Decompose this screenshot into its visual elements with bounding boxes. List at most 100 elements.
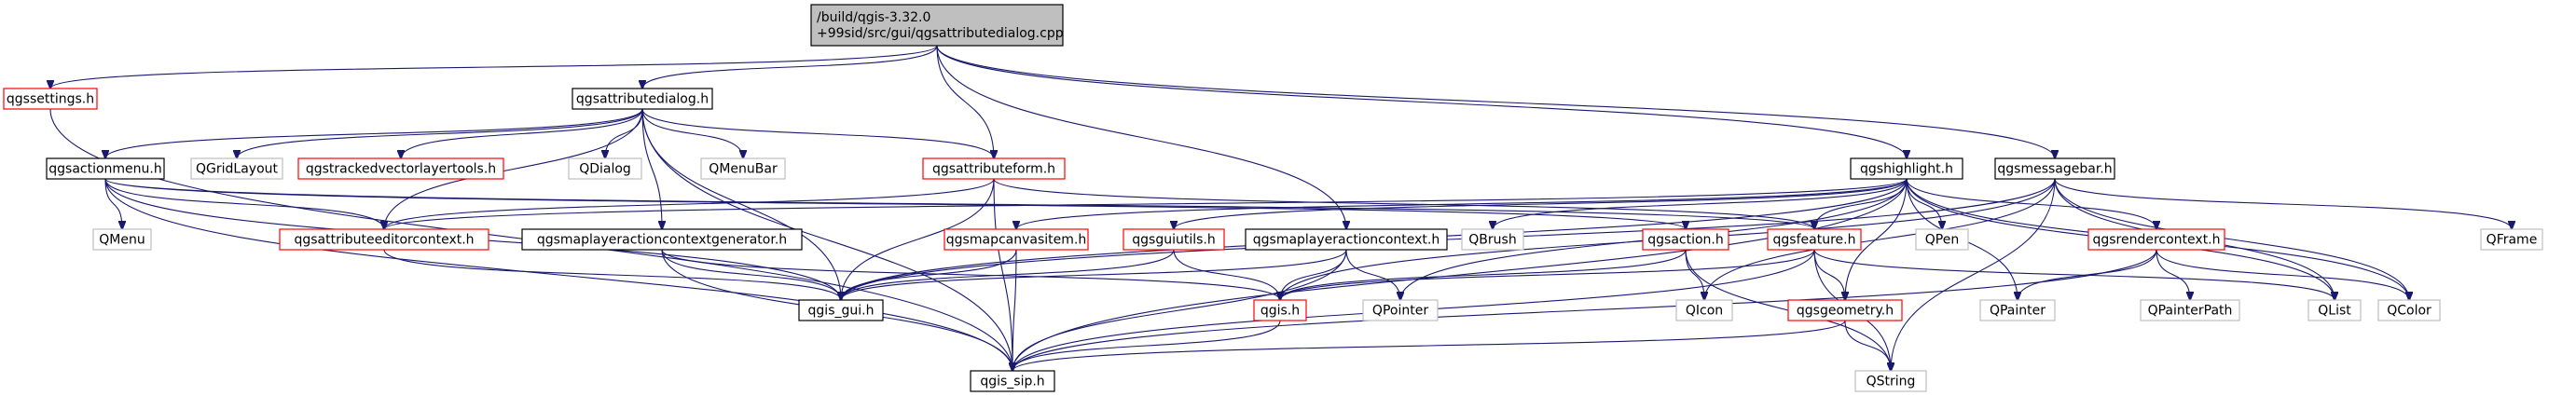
edge-qgis-to-qgis_sip [1012, 320, 1281, 371]
edge-qgsactionmenu-to-qgsattributeeditorcontext [104, 178, 384, 229]
edge-qgsfeature-to-qgsgeometry [1813, 249, 1845, 300]
node-label-qgssettings-0: qgssettings.h [7, 92, 94, 107]
node-label-QIcon-0: QIcon [1686, 304, 1723, 319]
edge-qgshighlight-to-QBrush [1493, 178, 1908, 229]
node-qgsguiutils[interactable]: qgsguiutils.h [1123, 228, 1225, 251]
edge-qgsattributedialog-to-QMenuBar [641, 108, 743, 158]
node-qgsattributedialog[interactable]: qgsattributedialog.h [572, 88, 713, 110]
node-label-qgsattributedialog-0: qgsattributedialog.h [576, 92, 709, 107]
node-box-qgstracked [297, 157, 504, 180]
edge-qgsmapcanvasitem-to-qgis_gui [841, 249, 1017, 300]
node-QMenuBar: QMenuBar [700, 157, 786, 180]
edge-qgsmessagebar-to-QIcon [1704, 178, 2056, 300]
edge-qgshighlight-to-qgis_sip [1012, 178, 1908, 371]
node-QDialog: QDialog [568, 157, 642, 180]
node-QPainter: QPainter [1979, 299, 2056, 321]
node-QIcon: QIcon [1675, 299, 1733, 321]
node-QPen: QPen [1915, 228, 1969, 251]
node-label-QMenuBar-0: QMenuBar [709, 162, 778, 177]
node-root[interactable]: /build/qgis-3.32.0+99sid/src/gui/qgsattr… [810, 4, 1064, 47]
node-label-qgsguiutils-0: qgsguiutils.h [1132, 233, 1215, 248]
edge-qgsattributeeditorcontext-to-qgis_gui [383, 249, 841, 300]
node-qgshighlight[interactable]: qgshighlight.h [1850, 157, 1963, 180]
node-qgsattributeeditorcontext[interactable]: qgsattributeeditorcontext.h [279, 228, 489, 251]
edge-qgshighlight-to-qgsattributeeditorcontext [384, 178, 1908, 229]
edge-root-to-qgshighlight [936, 45, 1907, 158]
node-label-qgstracked-0: qgstrackedvectorlayertools.h [306, 162, 496, 177]
node-QPointer: QPointer [1362, 299, 1439, 321]
node-qgstracked[interactable]: qgstrackedvectorlayertools.h [297, 157, 504, 180]
edge-qgsguiutils-to-qgis_gui [841, 249, 1175, 300]
edge-qgsattributedialog-to-qgis_sip [641, 108, 1012, 371]
node-box-qgsattributeform [922, 157, 1066, 180]
edge-qgsmapcanvasitem-to-qgis_sip [1012, 249, 1017, 371]
node-label-QGridLayout-0: QGridLayout [196, 162, 279, 177]
node-qgsmapcanvasitem[interactable]: qgsmapcanvasitem.h [944, 228, 1089, 251]
node-box-QList [2307, 299, 2362, 321]
edge-qgsmessagebar-to-qgis_gui [841, 178, 2056, 300]
edge-qgsattributedialog-to-qgstracked [401, 108, 643, 158]
node-qgis_gui[interactable]: qgis_gui.h [798, 299, 884, 321]
node-qgsaction[interactable]: qgsaction.h [1642, 228, 1729, 251]
node-box-qgsfeature [1767, 228, 1862, 251]
node-QString: QString [1854, 370, 1927, 392]
edge-qgsmaplayeractioncontext-to-QPointer [1345, 249, 1400, 300]
node-label-qgshighlight-0: qgshighlight.h [1860, 162, 1953, 177]
node-qgsattributeform[interactable]: qgsattributeform.h [922, 157, 1066, 180]
node-qgsfeature[interactable]: qgsfeature.h [1767, 228, 1862, 251]
node-QPainterPath: QPainterPath [2140, 299, 2240, 321]
node-qgis[interactable]: qgis.h [1253, 299, 1307, 321]
node-qgsmaplayeractioncontext[interactable]: qgsmaplayeractioncontext.h [1245, 228, 1448, 251]
node-qgis_sip[interactable]: qgis_sip.h [970, 370, 1055, 392]
edge-root-to-qgsmessagebar [936, 45, 2055, 158]
node-label-QPen-0: QPen [1925, 233, 1959, 248]
edge-root-to-qgssettings [50, 45, 938, 89]
node-label-qgsgeometry-0: qgsgeometry.h [1797, 304, 1894, 319]
node-box-qgis [1253, 299, 1307, 321]
edge-qgshighlight-to-qgsmapcanvasitem [1016, 178, 1908, 229]
node-label-QPainterPath-0: QPainterPath [2148, 304, 2233, 319]
node-box-qgsguiutils [1123, 228, 1225, 251]
edge-qgsattributeform-to-qgis_gui [841, 178, 995, 300]
node-box-qgssettings [3, 88, 98, 110]
node-label-qgis_sip-0: qgis_sip.h [980, 375, 1044, 389]
node-qgsactionmenu[interactable]: qgsactionmenu.h [46, 157, 165, 180]
edge-qgsguiutils-to-qgis [1173, 249, 1280, 300]
edge-qgsattributedialog-to-qgsmaplayeractioncontextgenerator [641, 108, 662, 229]
edge-qgsmaplayeractioncontext-to-qgis_gui [841, 249, 1347, 300]
node-qgsrendercontext[interactable]: qgsrendercontext.h [2087, 228, 2225, 251]
edge-qgsactionmenu-to-qgsfeature [104, 178, 1814, 229]
edge-qgshighlight-to-qgsrendercontext [1906, 178, 2156, 229]
node-label-QColor-0: QColor [2387, 304, 2431, 319]
node-label-qgsrendercontext-0: qgsrendercontext.h [2092, 233, 2220, 248]
edge-qgsattributeform-to-qgsfeature [993, 178, 1814, 229]
node-box-QGridLayout [190, 157, 283, 180]
edge-root-to-qgsattributeform [936, 45, 994, 158]
edge-qgsmessagebar-to-QString [1891, 178, 2056, 371]
edge-qgsgeometry-to-qgis_sip [1012, 320, 1846, 371]
node-label-qgsmaplayeractioncontext-0: qgsmaplayeractioncontext.h [1253, 233, 1440, 248]
node-box-QColor [2377, 299, 2441, 321]
node-QBrush: QBrush [1461, 228, 1524, 251]
node-label-qgsfeature-0: qgsfeature.h [1773, 233, 1856, 248]
node-label-QMenu-0: QMenu [99, 233, 145, 248]
node-box-qgis_gui [798, 299, 884, 321]
edge-qgsfeature-to-qgis [1280, 249, 1815, 300]
node-qgssettings[interactable]: qgssettings.h [3, 88, 98, 110]
node-label-root-1: +99sid/src/gui/qgsattributedialog.cpp [817, 26, 1064, 41]
node-layer: /build/qgis-3.32.0+99sid/src/gui/qgsattr… [3, 4, 2543, 392]
node-box-QPainter [1979, 299, 2056, 321]
edge-qgsaction-to-QIcon [1685, 249, 1704, 300]
edge-qgsfeature-to-QList [1813, 249, 2335, 300]
node-qgsgeometry[interactable]: qgsgeometry.h [1787, 299, 1903, 321]
node-qgsmessagebar[interactable]: qgsmessagebar.h [1994, 157, 2115, 180]
node-box-QPainterPath [2140, 299, 2240, 321]
node-qgsmaplayeractioncontextgenerator[interactable]: qgsmaplayeractioncontextgenerator.h [521, 228, 803, 251]
node-label-qgis_gui-0: qgis_gui.h [808, 304, 875, 319]
node-label-root-0: /build/qgis-3.32.0 [817, 10, 930, 25]
node-label-QString-0: QString [1867, 375, 1916, 389]
node-box-qgsactionmenu [46, 157, 165, 180]
node-box-qgsaction [1642, 228, 1729, 251]
node-box-qgis_sip [970, 370, 1055, 392]
